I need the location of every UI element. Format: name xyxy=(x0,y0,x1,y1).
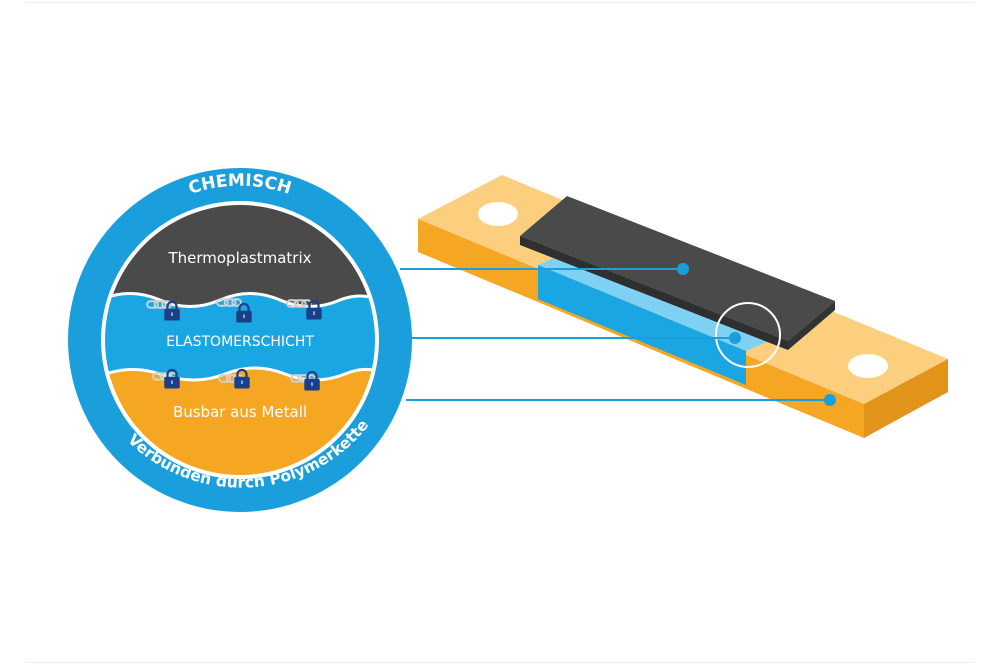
busbar-hole-left xyxy=(478,202,518,226)
wave-line-top xyxy=(105,292,375,308)
leader-dot-metal xyxy=(824,394,836,406)
leader-dot-thermoplast xyxy=(677,263,689,275)
layer-label-thermoplast: Thermoplastmatrix xyxy=(167,249,311,267)
thermoplast-front-face xyxy=(520,236,788,350)
layer-label-metal: Busbar aus Metall xyxy=(173,403,307,421)
busbar-right-face xyxy=(864,359,948,438)
busbar-3d xyxy=(418,175,948,438)
bottom-divider xyxy=(25,662,975,663)
detail-magnifier-circle xyxy=(715,302,781,368)
leader-lines xyxy=(400,263,836,406)
cross-section-badge: Thermoplastmatrix ELASTOMERSCHICHT Busba… xyxy=(68,168,412,512)
busbar-hole-right xyxy=(848,354,888,378)
leader-dot-elastomer xyxy=(729,332,741,344)
elastomer-front-face xyxy=(538,265,746,385)
top-divider xyxy=(25,2,975,3)
metal-layer xyxy=(105,368,375,475)
thermoplast-right-face xyxy=(788,301,835,350)
layer-label-elastomer: ELASTOMERSCHICHT xyxy=(166,334,314,350)
